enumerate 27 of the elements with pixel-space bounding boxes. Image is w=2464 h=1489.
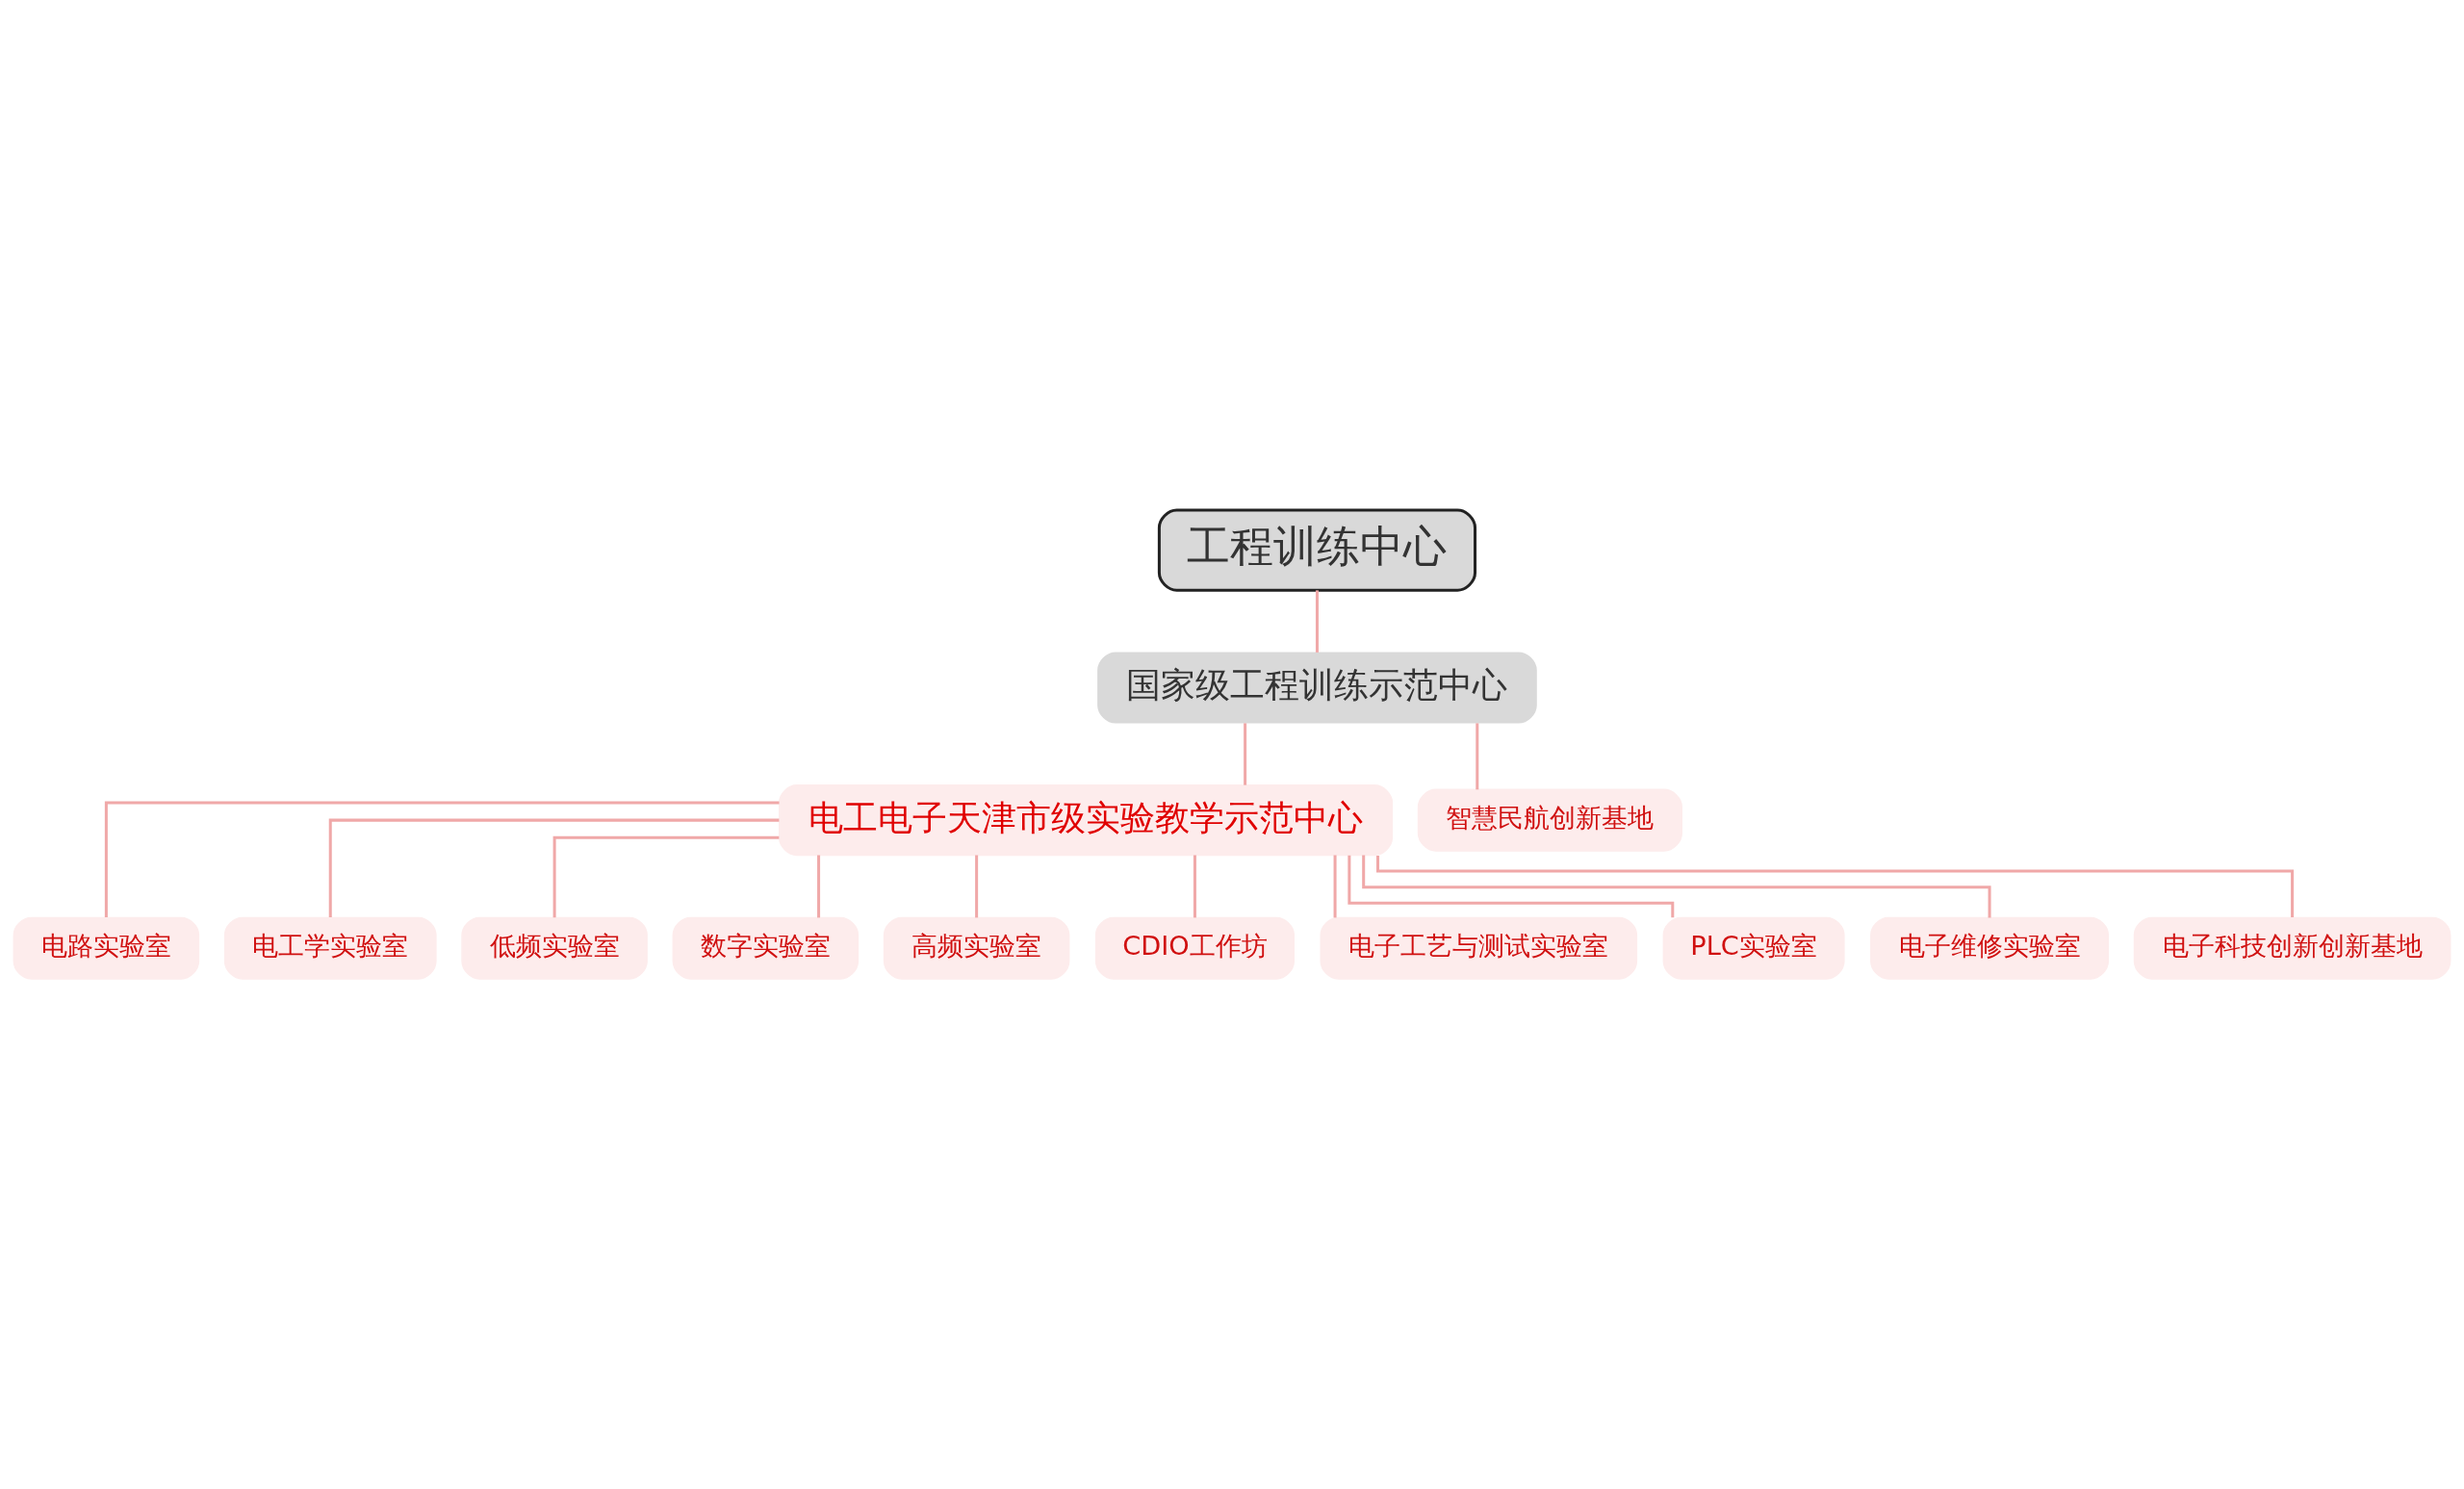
connector — [1333, 855, 1337, 918]
connector — [975, 855, 979, 918]
node-box: CDIO工作坊 — [1094, 916, 1296, 980]
node-box: 智慧民航创新基地 — [1417, 788, 1682, 852]
connector — [1362, 855, 1991, 918]
connector — [328, 818, 780, 917]
connector — [1376, 855, 2295, 918]
node-box: 电子维修实验室 — [1870, 916, 2110, 980]
connector — [1476, 723, 1479, 790]
node-box: 数字实验室 — [672, 916, 860, 980]
node-box: 工程训练中心 — [1157, 508, 1477, 592]
connector — [104, 801, 780, 918]
node-box: 电工学实验室 — [223, 916, 437, 980]
node-box: 电子工艺与测试实验室 — [1320, 916, 1638, 980]
connector — [817, 855, 821, 918]
node-box: PLC实验室 — [1662, 916, 1845, 980]
node-box: 电工电子天津市级实验教学示范中心 — [778, 784, 1394, 857]
node-box: 电路实验室 — [13, 916, 200, 980]
connector — [1315, 590, 1319, 653]
connector — [1348, 855, 1675, 918]
node-box: 电子科技创新创新基地 — [2133, 916, 2451, 980]
node-box: 高频实验室 — [883, 916, 1070, 980]
connector — [1193, 855, 1196, 918]
connector — [552, 835, 780, 918]
connector — [1244, 723, 1247, 785]
node-box: 国家级工程训练示范中心 — [1097, 652, 1537, 724]
node-box: 低频实验室 — [461, 916, 648, 980]
